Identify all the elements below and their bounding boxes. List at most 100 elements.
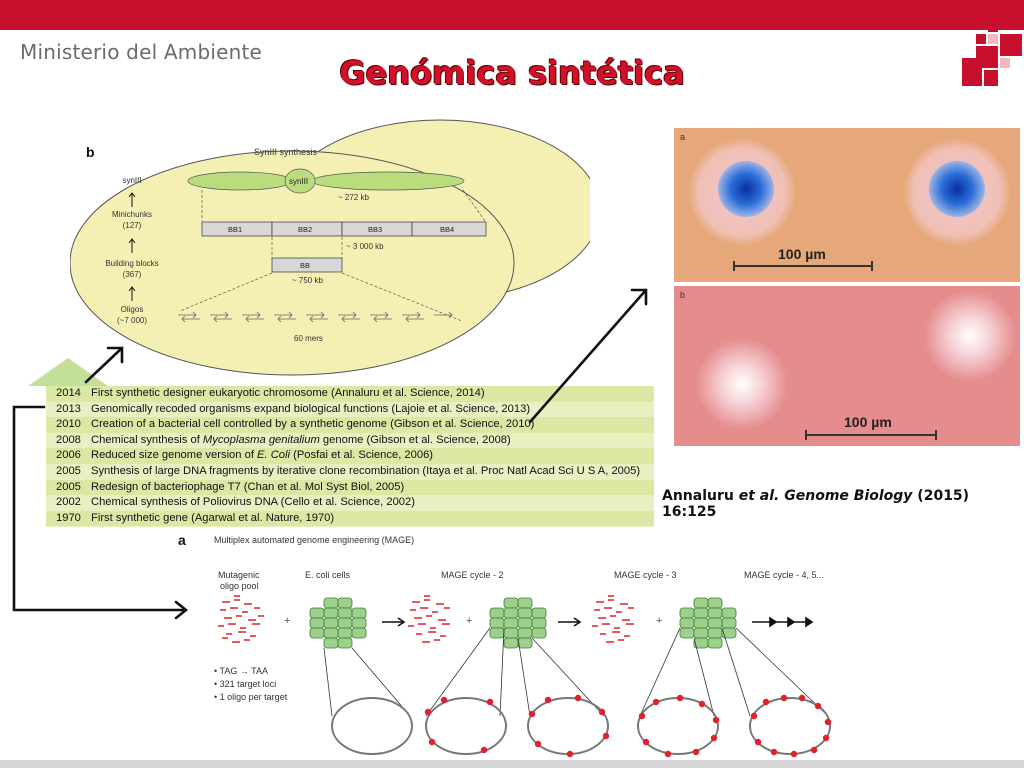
- scale-bar-b: [805, 430, 937, 440]
- timeline-row: 2010 Creation of a bacterial cell control…: [46, 417, 654, 433]
- page-title: Genómica sintética: [339, 54, 685, 92]
- zoom-lines: [323, 627, 829, 717]
- mage-diagram: a Multiplex automated genome engineering…: [174, 530, 842, 764]
- timeline-row: 2002 Chemical synthesis of Poliovirus DNA…: [46, 495, 654, 511]
- colony-white-left: [696, 338, 788, 430]
- colony-blue-left: [718, 161, 774, 217]
- hierarchy-building-blocks: Building blocks: [105, 259, 158, 268]
- genome-ring-2: [425, 697, 507, 755]
- segment-bb2-label: BB2: [298, 225, 312, 234]
- panel-b-label: b: [86, 144, 95, 160]
- segment-bb1-label: BB1: [228, 225, 242, 234]
- genome-ring-1: [331, 697, 413, 755]
- mers-label: 60 mers: [294, 334, 323, 343]
- colony-white-right: [924, 290, 1016, 382]
- ministry-name: Ministerio del Ambiente: [20, 40, 263, 64]
- step-arrow-2: [558, 617, 582, 627]
- micrograph-a-label: a: [680, 132, 686, 142]
- cell-cluster-3: [679, 597, 737, 649]
- timeline-year: 2002: [56, 496, 81, 509]
- cell-cluster-1: [309, 597, 367, 649]
- segment-bb4-label: BB4: [440, 225, 454, 234]
- oligo-zoom-left: [179, 272, 273, 312]
- cycle-2-label: MAGE cycle - 2: [441, 570, 504, 580]
- chromosome-left-arm: [187, 171, 293, 191]
- timeline-year: 2010: [56, 418, 81, 431]
- synthesis-heading: SynIII synthesis: [254, 147, 318, 157]
- hierarchy-arrow-3: [128, 286, 136, 301]
- building-block: [271, 257, 343, 273]
- colony-photo-b: [696, 290, 1016, 430]
- hierarchy-oligos-count: (~7 000): [117, 316, 147, 325]
- synthetic-genomics-timeline: 2014 First synthetic designer eukaryotic …: [28, 358, 654, 527]
- bullet-3: • 1 oligo per target: [214, 692, 288, 702]
- citation-journal: Genome Biology: [784, 488, 913, 504]
- timeline-row: 2014 First synthetic designer eukaryotic …: [46, 386, 654, 402]
- pool-label-2: oligo pool: [220, 581, 259, 591]
- timeline-text: Genomically recoded organisms expand bio…: [91, 402, 531, 415]
- oligo-zoom-right: [341, 272, 463, 322]
- oligo-pool-3: [592, 595, 634, 643]
- hierarchy-synIII: synIII: [122, 176, 141, 185]
- synthesis-diagram: b SynIII synthesis synIII ~ 272 kb BB1 B…: [70, 119, 590, 376]
- bullet-2: • 321 target loci: [214, 679, 276, 689]
- segment-bb3-label: BB3: [368, 225, 382, 234]
- segment-bb4: [411, 221, 487, 237]
- plus-sign-3: +: [656, 615, 662, 627]
- genome-ring-5: [749, 697, 831, 755]
- timeline-text: Chemical synthesis of Poliovirus DNA (Ce…: [91, 496, 415, 509]
- bullet-1: • TAG → TAA: [214, 666, 268, 676]
- timeline-year: 2005: [56, 480, 81, 493]
- plus-sign-2: +: [466, 615, 472, 627]
- colony-blue-right: [929, 161, 985, 217]
- timeline-text: Synthesis of large DNA fragments by iter…: [91, 465, 641, 477]
- step-arrow-1: [382, 617, 406, 627]
- scale-label-b: 100 µm: [844, 414, 892, 430]
- cycle-45-label: MAGE cycle - 4, 5...: [744, 570, 824, 580]
- hierarchy-minichunks-count: (127): [123, 221, 142, 230]
- mage-figure: a Multiplex automated genome engineering…: [178, 532, 832, 758]
- hierarchy-oligos: Oligos: [121, 305, 144, 314]
- citation-etal: et al.: [738, 488, 780, 504]
- centromere: [284, 168, 316, 194]
- size-3000kb: ~ 3 000 kb: [346, 242, 384, 251]
- citation-rest: (2015) 16:125: [662, 488, 970, 520]
- mage-heading: Multiplex automated genome engineering (…: [214, 535, 414, 545]
- zoom-line-right: [462, 189, 486, 222]
- ministry-logo-icon: [962, 22, 1024, 88]
- timeline-row: 2005 Redesign of bacteriophage T7 (Chan e…: [46, 479, 654, 496]
- timeline-year: 2014: [56, 387, 81, 399]
- timeline-year: 2005: [56, 465, 81, 477]
- hierarchy-building-blocks-count: (367): [123, 270, 142, 279]
- hierarchy-arrow-2: [128, 238, 136, 253]
- oligo-pool-1: [218, 595, 264, 643]
- scale-label-a: 100 µm: [778, 246, 826, 262]
- chromosome-label: synIII: [289, 177, 308, 186]
- colony-micrographs: a 100 µm b 100 µm: [674, 128, 1020, 446]
- timeline-text: Creation of a bacterial cell controlled …: [91, 418, 535, 431]
- timeline-row: 2005 Synthesis of large DNA fragments by …: [46, 464, 654, 480]
- micrograph-b-label: b: [680, 290, 686, 300]
- oligo-pool-2: [408, 595, 450, 643]
- timeline-text: Redesign of bacteriophage T7 (Chan et al…: [91, 480, 405, 493]
- genome-ring-4: [637, 697, 719, 755]
- micrograph-a: a 100 µm: [674, 128, 1020, 282]
- size-272kb: ~ 272 kb: [338, 193, 369, 202]
- hierarchy-arrow-1: [128, 192, 136, 207]
- bottom-bar: [0, 760, 1024, 768]
- citation: Annaluru et al. Genome Biology (2015) 16…: [662, 488, 1024, 520]
- oligo-arrows: [178, 311, 453, 323]
- mutation-dots: [424, 694, 832, 758]
- timeline-text: First synthetic designer eukaryotic chro…: [91, 387, 485, 399]
- hierarchy-column: synIII Minichunks (127) Building blocks …: [105, 176, 158, 325]
- plus-sign-1: +: [284, 615, 290, 627]
- scale-bar-a: [733, 261, 873, 271]
- timeline-text: First synthetic gene (Agarwal et al. Nat…: [91, 511, 335, 524]
- timeline-text: Chemical synthesis of Mycoplasma genital…: [91, 433, 511, 446]
- citation-authors: Annaluru: [662, 488, 739, 504]
- hierarchy-minichunks: Minichunks: [112, 210, 152, 219]
